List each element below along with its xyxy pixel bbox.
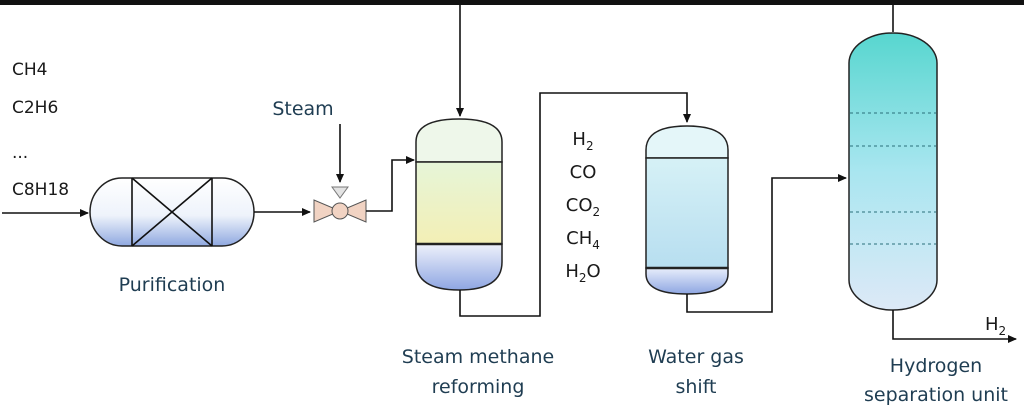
shift-to-separation-line — [686, 174, 847, 313]
syngas-composition: H2 CO CO2 CH4 H2O — [565, 129, 600, 285]
feed-ch4: CH4 — [12, 60, 47, 80]
syngas-h2o: H2O — [565, 261, 600, 285]
syngas-ch4: CH4 — [566, 228, 600, 252]
hydrogen-product-arrow — [892, 310, 1017, 343]
mixing-valve-icon — [313, 186, 367, 223]
steam-methane-reformer-vessel — [415, 118, 503, 291]
valve-to-reformer-line — [366, 156, 415, 212]
steam-label: Steam — [272, 98, 333, 120]
product-h2-label: H2 — [985, 314, 1006, 338]
smr-label-line2: reforming — [432, 376, 525, 398]
water-gas-shift-vessel — [645, 125, 729, 295]
syngas-co: CO — [570, 162, 597, 183]
reformer-to-shift-line — [459, 92, 691, 317]
wgs-label-line1: Water gas — [648, 346, 744, 368]
hydrogen-separation-column — [848, 32, 938, 311]
hsu-label-line2: separation unit — [864, 384, 1008, 406]
smr-label-line1: Steam methane — [402, 346, 554, 368]
purification-vessel — [89, 177, 255, 247]
hsu-label-line1: Hydrogen — [890, 355, 982, 377]
wgs-label-line2: shift — [675, 376, 716, 398]
feed-c2h6: C2H6 — [12, 98, 58, 118]
syngas-h2: H2 — [572, 129, 593, 153]
top-border — [0, 0, 1024, 5]
feed-c8h18: C8H18 — [12, 180, 69, 200]
purification-label: Purification — [119, 274, 226, 296]
syngas-co2: CO2 — [566, 195, 600, 219]
feed-ellipsis: ... — [12, 143, 28, 163]
